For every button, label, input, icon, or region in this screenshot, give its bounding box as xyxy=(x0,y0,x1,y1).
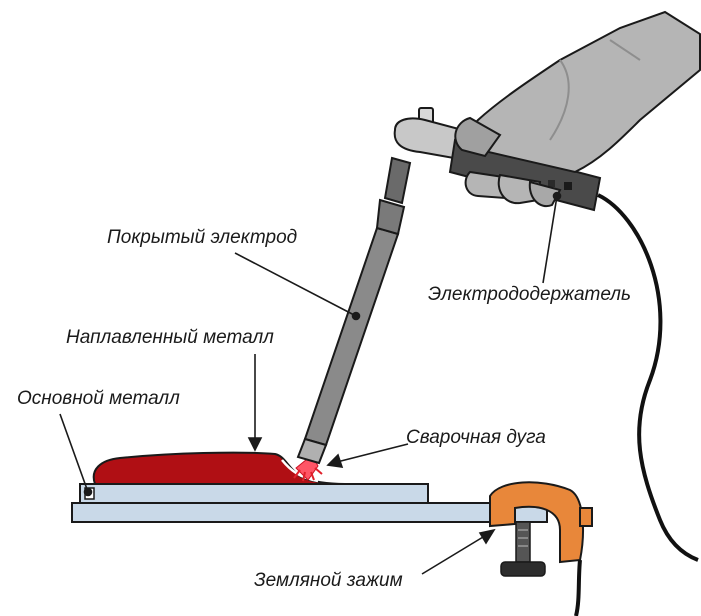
label-ground-clamp: Земляной зажим xyxy=(254,570,403,591)
leader-lines xyxy=(59,191,562,575)
label-base-metal: Основной металл xyxy=(17,388,180,409)
label-coated-electrode: Покрытый электрод xyxy=(107,227,298,248)
upper-plate xyxy=(79,483,429,504)
clamp-cable xyxy=(574,559,582,616)
base-metal-plates xyxy=(71,483,548,523)
label-deposited-metal: Наплавленный металл xyxy=(66,327,274,348)
label-welding-arc: Сварочная дуга xyxy=(406,427,546,448)
gloved-hand-icon xyxy=(454,10,701,208)
c-clamp-icon xyxy=(489,481,593,577)
lower-plate xyxy=(71,502,548,523)
electrode-holder-icon xyxy=(393,107,602,212)
coated-electrode xyxy=(296,156,412,465)
label-electrode-holder: Электрододержатель xyxy=(428,284,631,305)
holder-cable xyxy=(597,193,699,562)
